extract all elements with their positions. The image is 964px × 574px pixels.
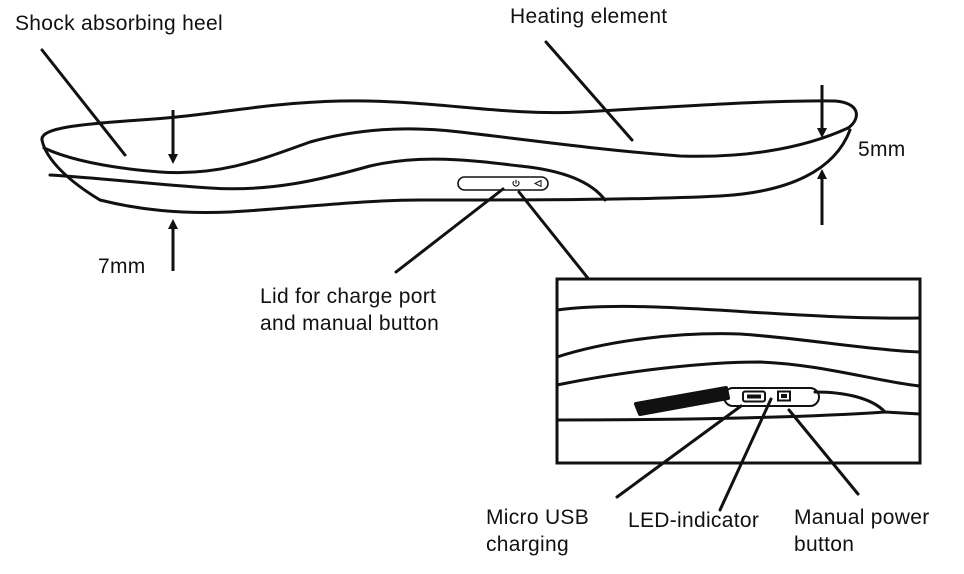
leader-power-button bbox=[787, 408, 860, 496]
label-heating-element: Heating element bbox=[510, 5, 668, 28]
label-led: LED-indicator bbox=[628, 509, 760, 532]
label-micro-usb-line1: Micro USB bbox=[486, 506, 590, 529]
led-icon bbox=[533, 179, 542, 188]
leader-heating-element bbox=[544, 40, 634, 142]
micro-usb-port bbox=[742, 390, 766, 403]
label-lid-line2: and manual button bbox=[260, 312, 440, 335]
detail-contours bbox=[555, 304, 922, 422]
power-button bbox=[777, 390, 791, 402]
label-power-button: Manual power button bbox=[794, 504, 930, 558]
label-micro-usb: Micro USB charging bbox=[486, 504, 589, 558]
power-button-inner bbox=[781, 394, 787, 398]
micro-usb-inner bbox=[747, 394, 761, 399]
label-power-button-line2: button bbox=[794, 533, 855, 556]
label-thickness-heel: 7mm bbox=[98, 255, 146, 278]
detail-box bbox=[555, 277, 922, 465]
label-lid-line1: Lid for charge port bbox=[260, 285, 437, 308]
leader-lid bbox=[394, 187, 505, 274]
port-panel bbox=[723, 387, 820, 407]
leader-led bbox=[718, 397, 773, 512]
label-micro-usb-line2: charging bbox=[486, 533, 569, 556]
leader-shock-heel bbox=[40, 48, 127, 157]
insole-outline bbox=[40, 99, 858, 214]
label-lid: Lid for charge port and manual button bbox=[260, 283, 439, 337]
lid-tab bbox=[634, 386, 730, 416]
leader-micro-usb bbox=[615, 404, 743, 499]
label-power-button-line1: Manual power bbox=[794, 506, 930, 529]
label-shock-heel: Shock absorbing heel bbox=[15, 12, 223, 35]
label-thickness-toe: 5mm bbox=[858, 138, 906, 161]
power-icon bbox=[512, 179, 520, 187]
